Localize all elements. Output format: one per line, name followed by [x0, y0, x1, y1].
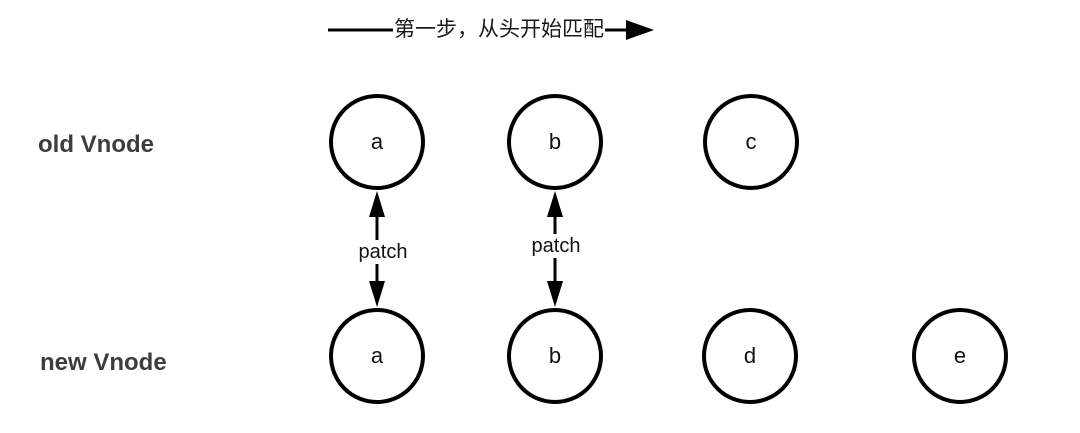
vnode-label: a: [370, 129, 384, 154]
patch-arrowhead-down-icon: [547, 281, 563, 307]
patch-label-a: patch: [353, 240, 413, 264]
vnode-label: d: [743, 343, 757, 368]
step-title: 第一步，从头开始匹配: [393, 16, 605, 44]
new-row-label: new Vnode: [40, 349, 167, 376]
step-arrowhead-icon: [626, 20, 654, 40]
vnode-circle-new-b: b: [507, 308, 603, 404]
vnode-label: c: [745, 129, 757, 154]
patch-arrowhead-down-icon: [369, 281, 385, 307]
patch-label-b: patch: [526, 234, 586, 258]
vnode-circle-old-c: c: [703, 94, 799, 190]
vnode-circle-new-d: d: [702, 308, 798, 404]
old-row-label: old Vnode: [38, 131, 154, 158]
vnode-label: b: [548, 343, 562, 368]
patch-arrowhead-up-icon: [547, 191, 563, 217]
vnode-circle-new-a: a: [329, 308, 425, 404]
vnode-circle-new-e: e: [912, 308, 1008, 404]
vnode-label: a: [370, 343, 384, 368]
vnode-label: e: [953, 343, 967, 368]
vnode-circle-old-b: b: [507, 94, 603, 190]
vnode-label: b: [548, 129, 562, 154]
vnode-circle-old-a: a: [329, 94, 425, 190]
patch-arrowhead-up-icon: [369, 191, 385, 217]
